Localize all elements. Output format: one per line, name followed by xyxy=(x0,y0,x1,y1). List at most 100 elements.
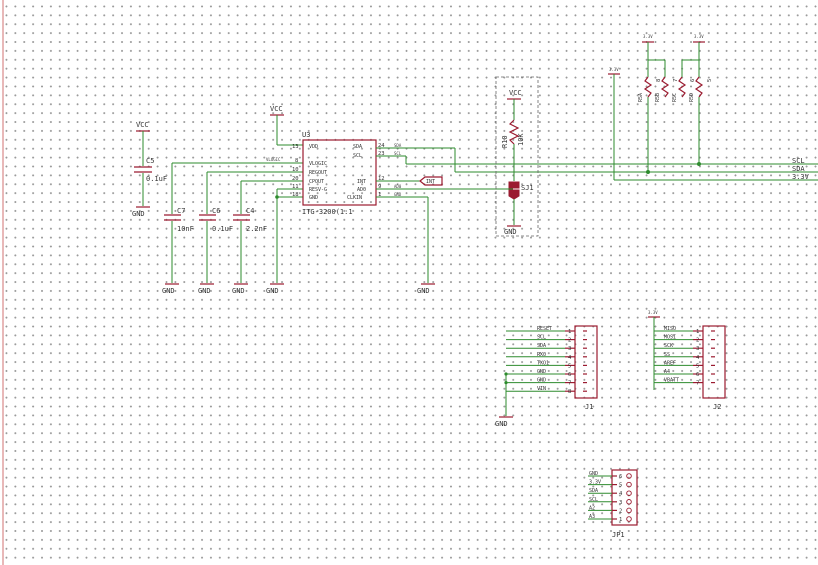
j1-pin-number: 4 xyxy=(568,355,572,361)
vlogic-net-label: VLOGIC xyxy=(266,157,281,162)
j2-pin-label: MOSI xyxy=(664,335,676,341)
j1-pin-label: GND xyxy=(537,369,546,375)
jp1-pin-pad xyxy=(626,507,632,514)
u3-pin-regout: REGOUT xyxy=(309,170,327,176)
j1-ref: J1 xyxy=(585,403,593,411)
jp1-pin-label: GND xyxy=(589,471,598,477)
sda-net-label: SDA xyxy=(394,143,402,148)
r10-sj1-group[interactable]: VCC R10 10K SJ1 GND xyxy=(495,76,539,237)
c6-ref: C6 xyxy=(212,207,220,215)
c6-capacitor[interactable]: GND C6 0.1uF xyxy=(198,207,233,295)
jp1-pin-label: A2 xyxy=(589,505,595,511)
j2-pin-label: SS xyxy=(664,352,670,358)
j2-pin-number: 4 xyxy=(696,355,700,361)
j1-pin-label: VIN xyxy=(537,386,546,392)
jp1-pin-label: 3.3V xyxy=(589,480,601,486)
j1-pin-number: 3 xyxy=(568,346,571,352)
right-net-labels: SCL SDA 3.3V xyxy=(792,157,810,181)
c4-value: 2.2nF xyxy=(246,225,267,233)
j2-pin-label: SCK xyxy=(664,343,673,349)
v33-label: 3.3V xyxy=(694,34,704,39)
c4-capacitor[interactable]: GND C4 2.2nF xyxy=(232,207,267,295)
v33-label: 3.3V xyxy=(609,67,619,72)
j1-pin-label: TXO1 xyxy=(537,360,549,366)
u3-pin-scl: SCL xyxy=(353,153,362,159)
c5-capacitor[interactable]: VCC GND C5 0.1uF xyxy=(132,121,167,218)
u3-pin-number: 20 xyxy=(292,176,299,182)
v33-label: 3.3V xyxy=(643,34,653,39)
j1-pin-row[interactable]: VIN 8 xyxy=(506,386,587,395)
gnd-label: GND xyxy=(417,287,430,295)
j1-pin-number: 2 xyxy=(568,338,571,344)
u3-pin-resvg: RESV-G xyxy=(309,187,327,193)
scl-net-label: SCL xyxy=(394,151,402,156)
r5d-num: 5 xyxy=(707,79,713,82)
j2-pin-row[interactable]: MOSI 2 xyxy=(654,335,715,344)
r5d-ref: R5D xyxy=(689,93,695,102)
r10-value: 10K xyxy=(517,133,525,146)
u3-pin-int: INT xyxy=(357,179,366,185)
u3-pin-number: 1 xyxy=(378,192,381,198)
r5c-ref: R5C xyxy=(672,93,678,102)
r5a-num: 8 xyxy=(656,79,662,82)
jp1-pin-number: 6 xyxy=(619,474,622,480)
j1-pin-row[interactable]: TXO1 5 xyxy=(506,360,587,369)
u3-pin-vdd: VDD xyxy=(309,144,318,150)
j2-ref: J2 xyxy=(713,403,721,411)
c5-value: 0.1uF xyxy=(146,175,167,183)
scl-net-label: SCL xyxy=(792,157,805,165)
u3-pin-number: 13 xyxy=(292,144,299,150)
j1-pin-number: 5 xyxy=(568,363,571,369)
jp1-pin-row[interactable]: GND 6 xyxy=(588,471,632,480)
c7-ref: C7 xyxy=(177,207,185,215)
gnd-label: GND xyxy=(162,287,175,295)
j2-pin-number: 6 xyxy=(696,372,699,378)
j2-pin-row[interactable]: SS 4 xyxy=(654,352,715,361)
u3-chip[interactable]: U3 ITG-3200(1:1 VDD VLOGIC REGOUT CPOUT … xyxy=(292,131,385,216)
c6-value: 0.1uF xyxy=(212,225,233,233)
pullup-resistors[interactable]: 3.3V 3.3V R5A 8 R5B 7 R5C 6 3.3V R5D 5 xyxy=(608,34,818,181)
u3-pin-number: 24 xyxy=(378,143,385,149)
jp1-pin-label: SDA xyxy=(589,488,598,494)
jp1-pin-pad xyxy=(626,481,632,488)
jp1-ref: JP1 xyxy=(612,531,625,539)
u3-pin-sda: SDA xyxy=(353,144,362,150)
c7-capacitor[interactable]: GND C7 10nF xyxy=(162,207,194,295)
v33-label: 3.3V xyxy=(648,310,658,315)
u3-pin-number: 23 xyxy=(378,151,385,157)
r5b-ref: R5B xyxy=(655,93,661,102)
j1-pin-number: 8 xyxy=(568,389,571,395)
int-tag[interactable]: INT xyxy=(419,176,443,186)
u3-pin-number: 18 xyxy=(292,192,299,198)
r5a-ref: R5A xyxy=(638,93,644,102)
int-tag-label: INT xyxy=(426,179,435,185)
gnd-label: GND xyxy=(504,228,517,236)
jp1-pin-pad xyxy=(626,516,632,522)
jp1-pin-pad xyxy=(626,499,632,505)
c7-value: 10nF xyxy=(177,225,194,233)
jp1-pin-row[interactable]: A22 xyxy=(588,505,632,514)
r5b-num: 7 xyxy=(673,79,679,82)
u3-ref: U3 xyxy=(302,131,310,139)
j2-pin-number: 2 xyxy=(696,338,699,344)
